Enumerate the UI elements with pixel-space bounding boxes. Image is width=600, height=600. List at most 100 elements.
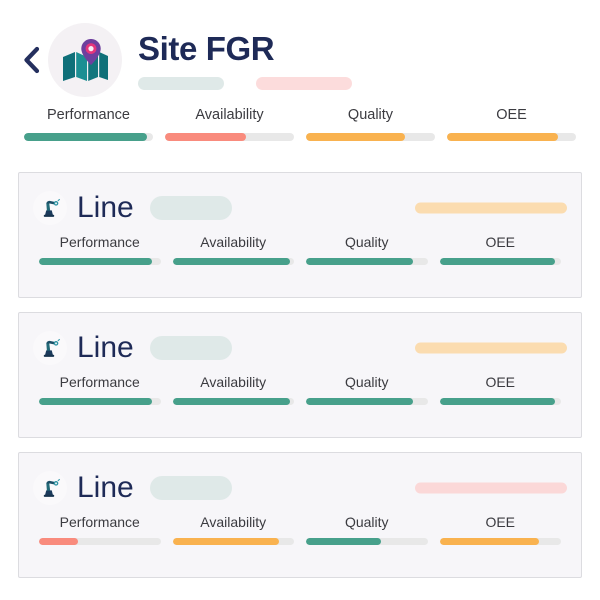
line-card-header: Line (33, 465, 567, 511)
site-header-top: Site FGR (18, 12, 582, 108)
line1-metric-oee: OEE (434, 235, 568, 265)
metric-fill (306, 538, 382, 545)
metric-fill (24, 132, 147, 141)
metric-fill (39, 538, 78, 545)
line2-metric-availability: Availability (167, 375, 301, 405)
line2-metric-performance: Performance (33, 375, 167, 405)
metric-track (306, 398, 428, 405)
metric-label: OEE (485, 374, 516, 390)
line1-metric-availability: Availability (167, 235, 301, 265)
robot-arm-icon (39, 337, 61, 359)
metric-fill (172, 258, 291, 265)
metric-track (172, 538, 294, 545)
metric-label: Availability (200, 514, 267, 530)
metric-fill (306, 398, 413, 405)
site-metrics-row: Performance Availability Quality OEE (18, 108, 582, 141)
metric-label: Performance (59, 514, 140, 530)
site-metric-availability: Availability (159, 108, 300, 141)
tag-placeholder-pink (256, 76, 352, 90)
metric-label: Availability (200, 374, 267, 390)
back-button[interactable] (18, 40, 44, 80)
status-badge (415, 482, 567, 494)
metric-fill (172, 538, 280, 545)
line3-metric-quality: Quality (300, 515, 434, 545)
line-tag-placeholder (149, 476, 232, 500)
line-metrics-row: Performance Availability Quality OEE (33, 375, 567, 405)
metric-label: OEE (485, 234, 516, 250)
metric-fill (439, 398, 555, 405)
status-badge (415, 342, 567, 354)
site-title-block: Site FGR (138, 30, 582, 91)
metric-fill (439, 258, 555, 265)
line2-metric-quality: Quality (300, 375, 434, 405)
map-location-icon (60, 37, 110, 83)
metric-track (306, 538, 428, 545)
site-metric-performance: Performance (18, 108, 159, 141)
metric-fill (172, 398, 291, 405)
metric-label: OEE (496, 107, 527, 123)
site-tag-row (138, 76, 582, 90)
line-title: Line (77, 191, 134, 224)
line-avatar (33, 471, 67, 505)
line1-metric-performance: Performance (33, 235, 167, 265)
chevron-left-icon (22, 46, 40, 74)
site-metric-oee: OEE (441, 108, 582, 141)
line3-metric-oee: OEE (434, 515, 568, 545)
line3-metric-performance: Performance (33, 515, 167, 545)
metric-label: Availability (195, 107, 264, 123)
robot-arm-icon (39, 197, 61, 219)
metric-fill (306, 258, 413, 265)
line-tag-placeholder (149, 196, 232, 220)
metric-track (439, 258, 561, 265)
line3-metric-availability: Availability (167, 515, 301, 545)
tag-placeholder-teal (138, 76, 224, 90)
metric-track (165, 132, 294, 141)
metric-label: Quality (344, 514, 389, 530)
line-title: Line (77, 471, 134, 504)
metric-track (172, 398, 294, 405)
metric-track (447, 132, 576, 141)
line-title: Line (77, 331, 134, 364)
line2-metric-oee: OEE (434, 375, 568, 405)
metric-track (39, 538, 161, 545)
metric-label: Quality (344, 374, 389, 390)
metric-fill (439, 538, 540, 545)
site-header: Site FGR Performance Availability Quality O… (0, 0, 600, 158)
metric-track (39, 398, 161, 405)
metric-label: Availability (200, 234, 267, 250)
metric-fill (165, 132, 247, 141)
line-avatar (33, 191, 67, 225)
line-card-header: Line (33, 325, 567, 371)
line-card-header: Line (33, 185, 567, 231)
metric-track (439, 398, 561, 405)
status-badge (415, 202, 567, 214)
metric-label: Performance (59, 234, 140, 250)
robot-arm-icon (39, 477, 61, 499)
line-metrics-row: Performance Availability Quality OEE (33, 235, 567, 265)
site-metric-quality: Quality (300, 108, 441, 141)
metric-track (39, 258, 161, 265)
metric-label: Quality (347, 107, 394, 123)
metric-fill (306, 132, 406, 141)
site-avatar (48, 23, 122, 97)
metric-label: Performance (46, 107, 130, 123)
metric-label: Performance (59, 374, 140, 390)
metric-track (24, 132, 153, 141)
metric-fill (39, 398, 152, 405)
line-metrics-row: Performance Availability Quality OEE (33, 515, 567, 545)
page-title: Site FGR (138, 29, 275, 67)
metric-track (172, 258, 294, 265)
metric-label: Quality (344, 234, 389, 250)
metric-track (306, 132, 435, 141)
metric-track (306, 258, 428, 265)
metric-fill (39, 258, 152, 265)
metric-fill (447, 132, 558, 141)
metric-track (439, 538, 561, 545)
line-avatar (33, 331, 67, 365)
metric-label: OEE (485, 514, 516, 530)
